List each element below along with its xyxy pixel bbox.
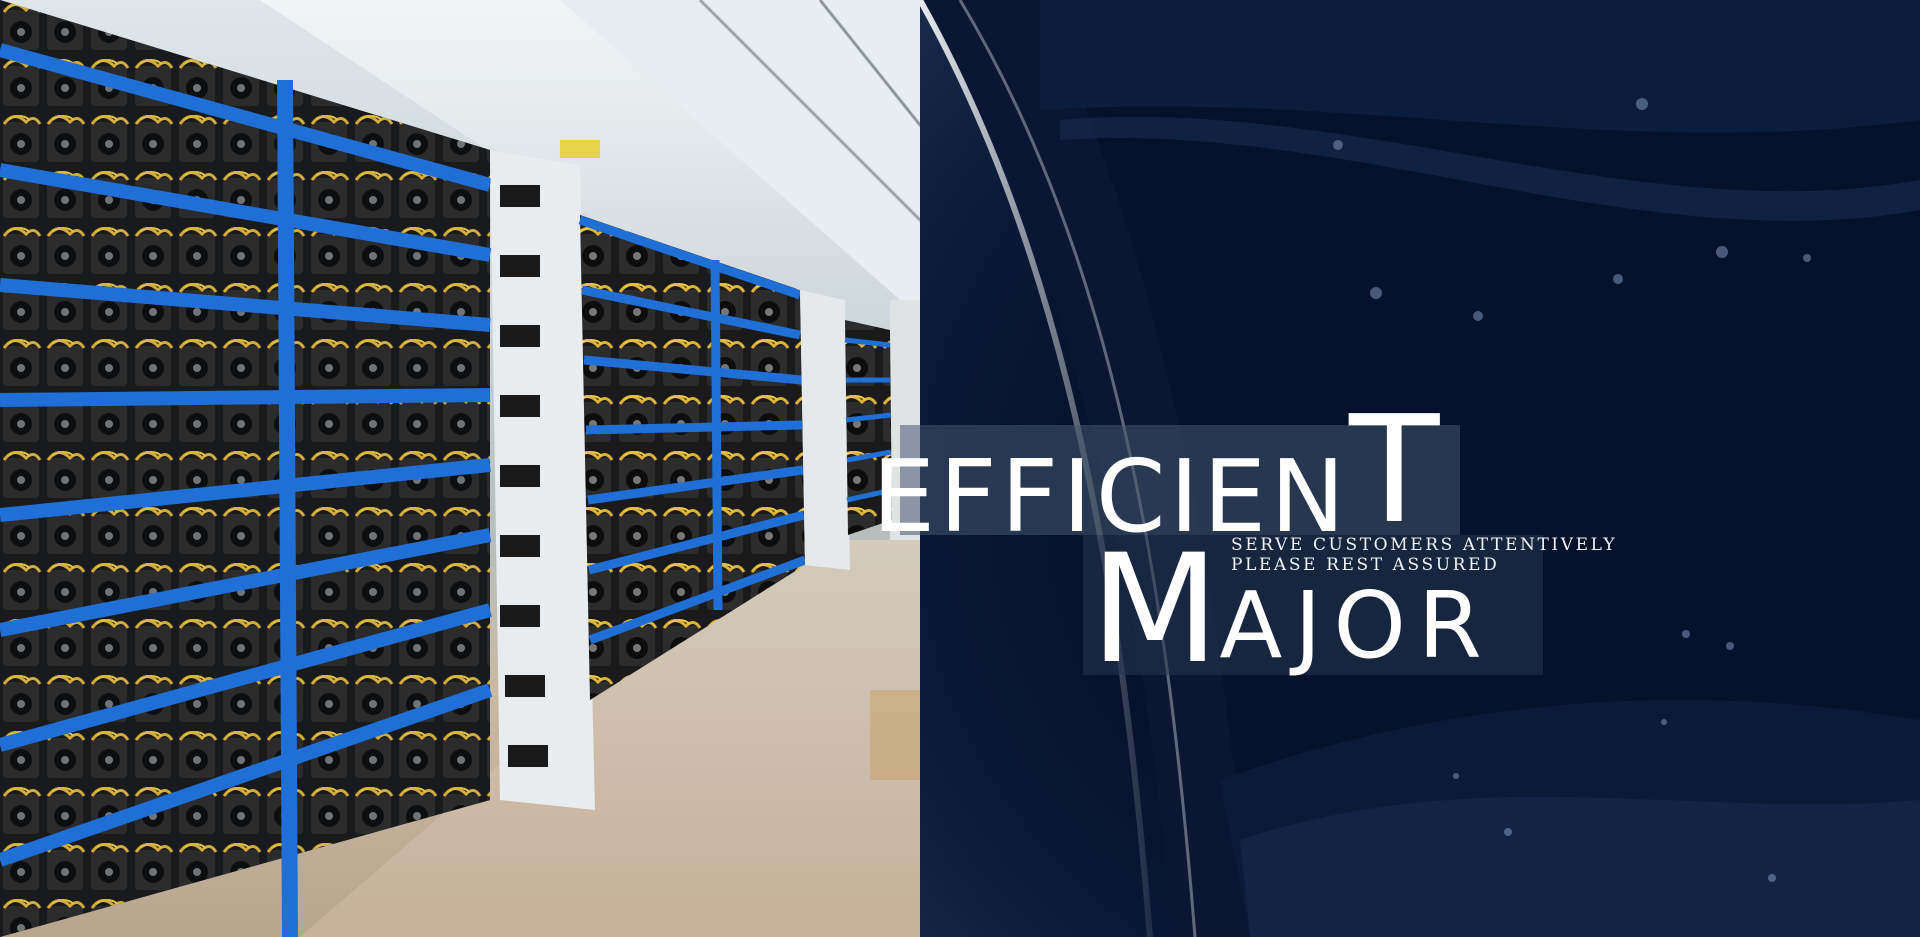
- banner-background: [920, 0, 1920, 937]
- banner-waves: [920, 0, 1920, 937]
